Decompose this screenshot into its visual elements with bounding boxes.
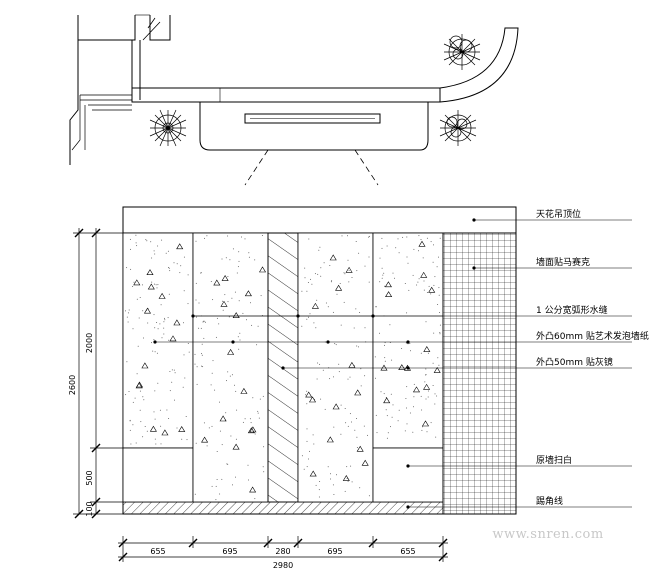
panel-left-upper (122, 232, 194, 449)
plant-icon-top-right (443, 34, 481, 70)
dim-total-width: 2980 (273, 561, 293, 570)
dim-total-height: 2600 (68, 375, 77, 395)
callout-ceiling: 天花吊顶位 (536, 208, 581, 220)
stipple-texture (125, 234, 441, 501)
horizontal-dimensions (118, 536, 448, 562)
callout-skirting: 踢角线 (536, 495, 563, 507)
dim-seg-4: 695 (327, 547, 342, 556)
dim-base-height: 100 (85, 501, 94, 516)
dim-seg-5: 655 (400, 547, 415, 556)
dim-lower-height: 500 (85, 470, 94, 485)
callout-wallpaper: 外凸60mm 贴艺术发泡墙纸 (536, 330, 649, 342)
dim-seg-3: 280 (275, 547, 290, 556)
leader-lines (155, 219, 632, 508)
plan-view (69, 14, 519, 186)
plant-icon-left (149, 109, 187, 147)
plant-icon-bottom-right (439, 110, 477, 146)
vertical-dimensions (73, 228, 123, 519)
elevation-view (122, 206, 632, 515)
dim-upper-height: 2000 (85, 333, 94, 353)
dim-seg-1: 655 (150, 547, 165, 556)
callout-groove: 1 公分宽弧形水缝 (536, 304, 608, 316)
mosaic-grid (442, 232, 517, 515)
panel-right-lower (372, 447, 444, 503)
watermark: www.snren.com (492, 527, 603, 542)
dim-seg-2: 695 (222, 547, 237, 556)
callout-whitewash: 原墙扫白 (536, 454, 572, 466)
callout-mosaic: 墙面贴马赛克 (536, 256, 590, 268)
callout-labels: 天花吊顶位 墙面贴马赛克 1 公分宽弧形水缝 外凸60mm 贴艺术发泡墙纸 外凸… (536, 208, 649, 507)
panel-center-right (297, 232, 374, 503)
skirting-band (122, 501, 444, 515)
panel-left-lower (122, 447, 194, 503)
callout-mirror: 外凸50mm 贴灰镜 (536, 356, 613, 368)
panel-center-left (192, 232, 269, 503)
